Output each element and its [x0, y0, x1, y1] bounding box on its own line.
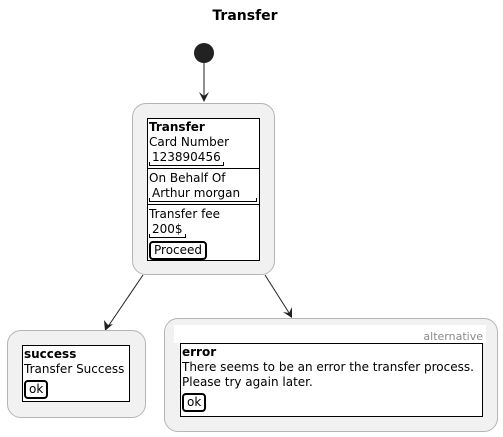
error-message-line1: There seems to be an error the transfer … — [182, 360, 474, 374]
on-behalf-of-label: On Behalf Of — [149, 171, 226, 185]
transfer-fee-field[interactable]: 200$ — [149, 222, 186, 238]
alternative-band — [174, 325, 486, 343]
diagram-title: Transfer — [212, 8, 278, 24]
error-ok-button[interactable]: ok — [182, 393, 207, 412]
error-message-line2: Please try again later. — [182, 375, 313, 389]
transfer-form-title: Transfer — [149, 120, 205, 134]
divider — [148, 168, 259, 169]
initial-state-node — [194, 43, 214, 63]
card-number-field[interactable]: 123890456 — [149, 150, 224, 166]
proceed-button[interactable]: Proceed — [149, 241, 208, 260]
arrow-transfer-to-error — [264, 274, 292, 317]
success-message: Transfer Success — [24, 362, 125, 376]
alternative-label: alternative — [423, 330, 483, 343]
on-behalf-of-field[interactable]: Arthur morgan — [149, 186, 257, 202]
success-ok-button[interactable]: ok — [24, 380, 49, 399]
transfer-form: Transfer Card Number 123890456 On Behalf… — [147, 118, 260, 261]
error-title: error — [182, 345, 217, 359]
divider — [148, 204, 259, 205]
transfer-fee-label: Transfer fee — [149, 207, 221, 221]
arrow-transfer-to-success — [106, 274, 144, 329]
success-panel: success Transfer Success ok — [22, 345, 130, 402]
success-title: success — [24, 347, 77, 361]
card-number-label: Card Number — [149, 135, 230, 149]
error-panel: error There seems to be an error the tra… — [180, 343, 483, 417]
